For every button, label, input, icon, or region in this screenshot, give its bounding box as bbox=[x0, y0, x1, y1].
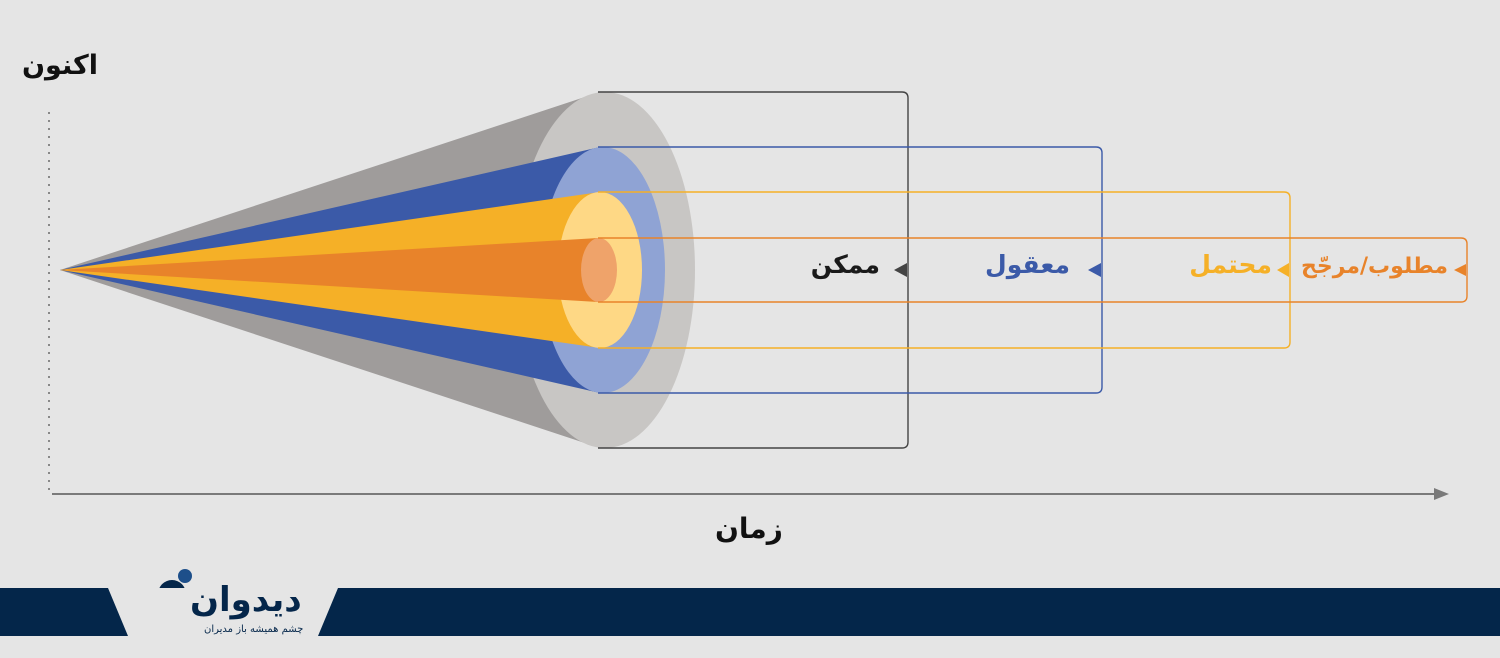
label-plausible: معقول bbox=[985, 250, 1070, 279]
frame-possible bbox=[598, 91, 909, 449]
cone-preferable bbox=[60, 238, 598, 302]
label-preferable: مطلوب/مرجّح bbox=[1301, 254, 1448, 279]
pointer-plausible bbox=[1088, 263, 1101, 277]
footer-logo-notch bbox=[108, 588, 338, 636]
pointer-preferable bbox=[1454, 264, 1466, 276]
pointer-possible bbox=[894, 263, 907, 277]
frame-probable bbox=[598, 191, 1291, 349]
now-label: اکنون bbox=[22, 50, 98, 81]
footer-bottom-strip bbox=[0, 636, 1500, 658]
pointer-probable bbox=[1277, 263, 1289, 277]
label-probable: محتمل bbox=[1189, 250, 1272, 279]
time-label: زمان bbox=[715, 512, 783, 545]
frame-plausible bbox=[598, 146, 1103, 394]
frame-preferable bbox=[598, 237, 1468, 303]
brand-dot-small bbox=[178, 569, 192, 583]
brand-logo-name: دیدوان bbox=[190, 580, 302, 620]
label-possible: ممکن bbox=[810, 250, 880, 279]
time-axis-arrowhead bbox=[1434, 488, 1449, 500]
brand-tagline: چشم همیشه باز مدیران bbox=[204, 624, 304, 635]
cone-face-preferable bbox=[581, 238, 617, 302]
